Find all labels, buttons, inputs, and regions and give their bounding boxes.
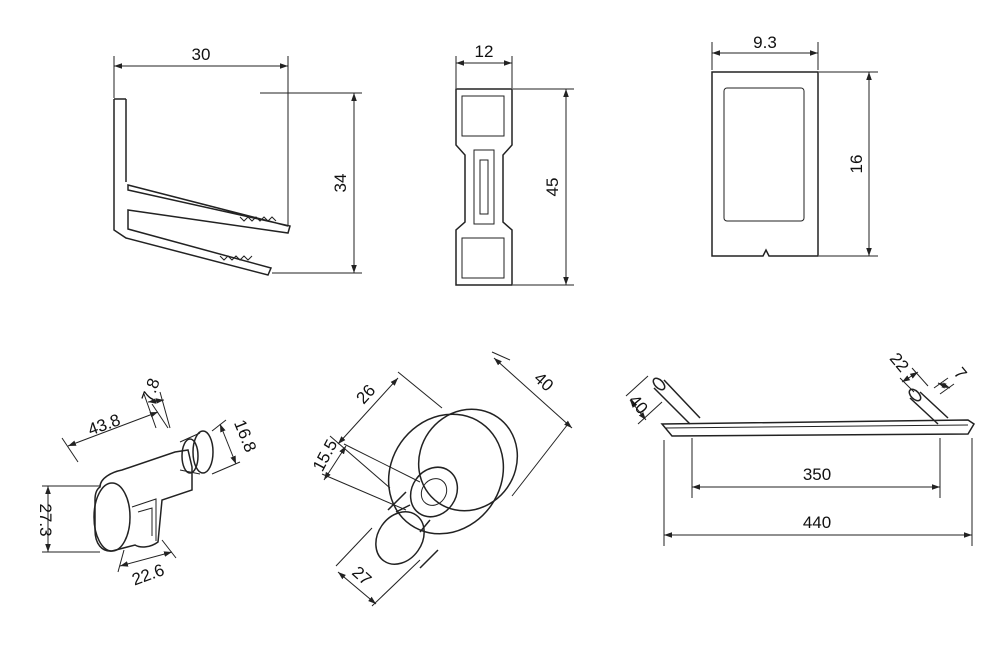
knob [321,351,573,607]
dim-label-knob-rosette: 40 [530,369,557,396]
clip-profile [113,56,362,276]
dim-label-handle-post-len: 22 [886,349,913,376]
pull-handle [625,367,976,546]
dim-label-knob-head: 27 [348,563,375,590]
dim-label-handle-overall: 440 [803,513,831,532]
extrusion-profile [455,56,574,286]
dim-label-handle-post-dia: 40 [625,391,652,418]
dim-label-handle-centers: 350 [803,465,831,484]
dim-label-bracket-height: 27.3 [36,503,55,536]
dim-label-bracket-base: 22.6 [129,560,167,589]
bracket [42,391,241,573]
dim-label-profile-height: 45 [543,178,562,197]
dim-label-tube-width: 9.3 [753,33,777,52]
dim-label-profile-width: 12 [475,42,494,61]
dim-label-bracket-ring: 16.8 [230,417,260,455]
dim-label-clip-width: 30 [192,45,211,64]
rectangular-tube [711,42,878,257]
dim-label-clip-height: 34 [331,174,350,193]
dim-label-tube-height: 16 [847,155,866,174]
dim-label-handle-post-tip: 7 [950,364,971,383]
dim-label-bracket-length: 43.8 [85,410,123,439]
